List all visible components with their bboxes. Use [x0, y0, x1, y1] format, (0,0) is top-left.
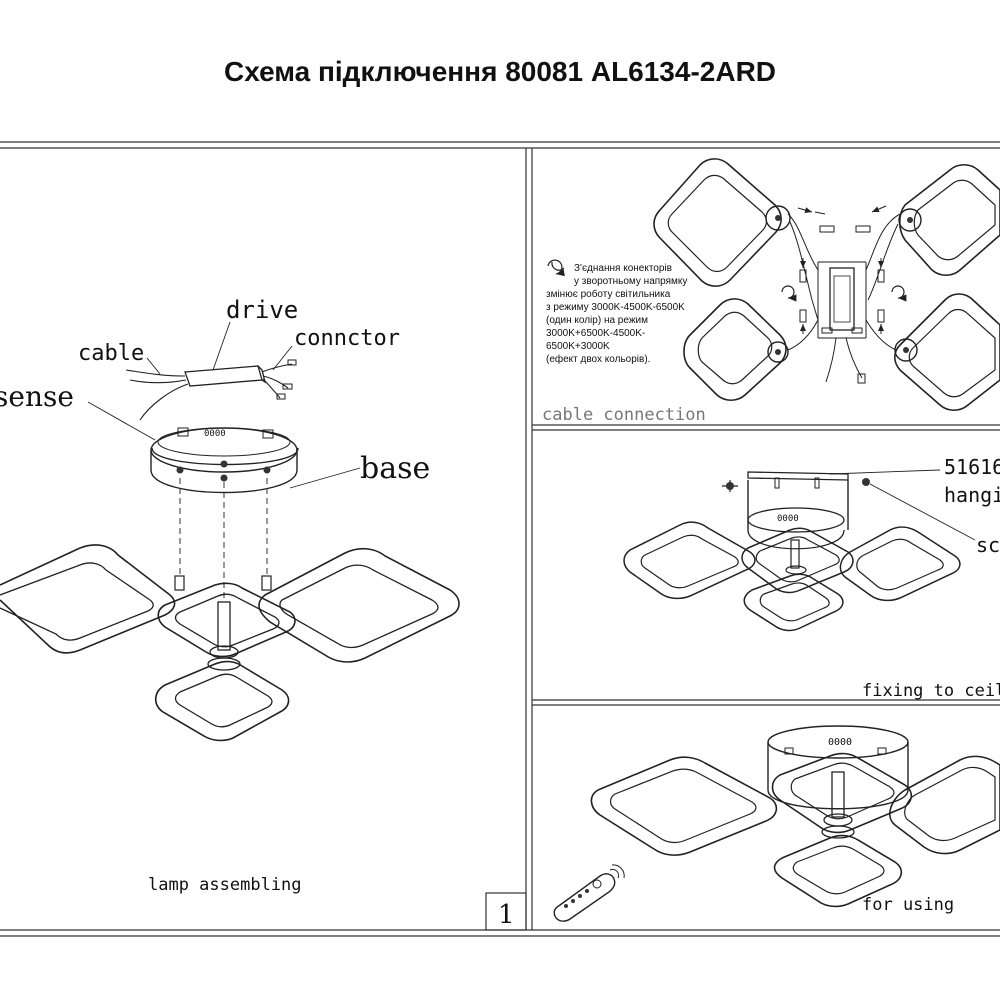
caption-for-using: for using: [862, 895, 954, 915]
note-line: 6500K+3000K: [546, 341, 610, 352]
caption-lamp-assembling: lamp assembling: [148, 875, 302, 895]
caption-cable-connection: cable connection: [542, 405, 706, 425]
label-hanging: hangi: [944, 483, 1000, 507]
label-cable: cable: [78, 341, 144, 366]
label-part-number: 51616: [944, 455, 1000, 479]
rotate-arrows-icon: [547, 259, 565, 277]
base-disc: [150, 427, 299, 494]
label-base: base: [360, 451, 430, 486]
note-line: у зворотньому напрямку: [574, 276, 687, 287]
remote-control-icon: [553, 864, 625, 922]
label-sense: sense: [0, 380, 74, 413]
label-screw: sc: [976, 533, 1000, 557]
lamp-assembling-panel: drive connctor cable sense base 0000 lam…: [0, 296, 460, 895]
lamp-frame: [0, 544, 460, 742]
driver-unit: [125, 359, 297, 421]
cable-connection-panel: З'єднання конекторів у зворотньому напря…: [542, 158, 1000, 425]
note-line: (один колір) на режим: [546, 315, 648, 326]
page-number-box: 1: [485, 892, 527, 931]
fixing-panel: 0000 51616 hangi sc fixing to ceil: [623, 455, 1000, 701]
base-led-marking: 0000: [204, 429, 226, 439]
note-line: з режиму 3000K-4500K-6500K: [546, 302, 685, 313]
fixing-led-marking: 0000: [777, 514, 799, 524]
rotate-arrows-icon: [891, 285, 907, 302]
cable-note: З'єднання конекторів у зворотньому напря…: [546, 263, 690, 365]
label-connector: connctor: [294, 326, 400, 351]
rotate-arrows-icon: [781, 285, 797, 302]
label-drive: drive: [226, 296, 298, 324]
page-number: 1: [498, 900, 515, 930]
page-title: Схема підключення 80081 AL6134-2ARD: [223, 56, 777, 87]
using-panel: 0000 for using: [553, 725, 1000, 922]
using-led-marking: 0000: [828, 737, 852, 748]
note-line: (ефект двох кольорів).: [546, 353, 650, 365]
note-line: З'єднання конекторів: [574, 263, 672, 274]
note-line: 3000K+6500K-4500K-: [546, 328, 645, 339]
caption-fixing: fixing to ceil: [862, 681, 1000, 701]
note-line: змінює роботу світильника: [546, 288, 671, 300]
